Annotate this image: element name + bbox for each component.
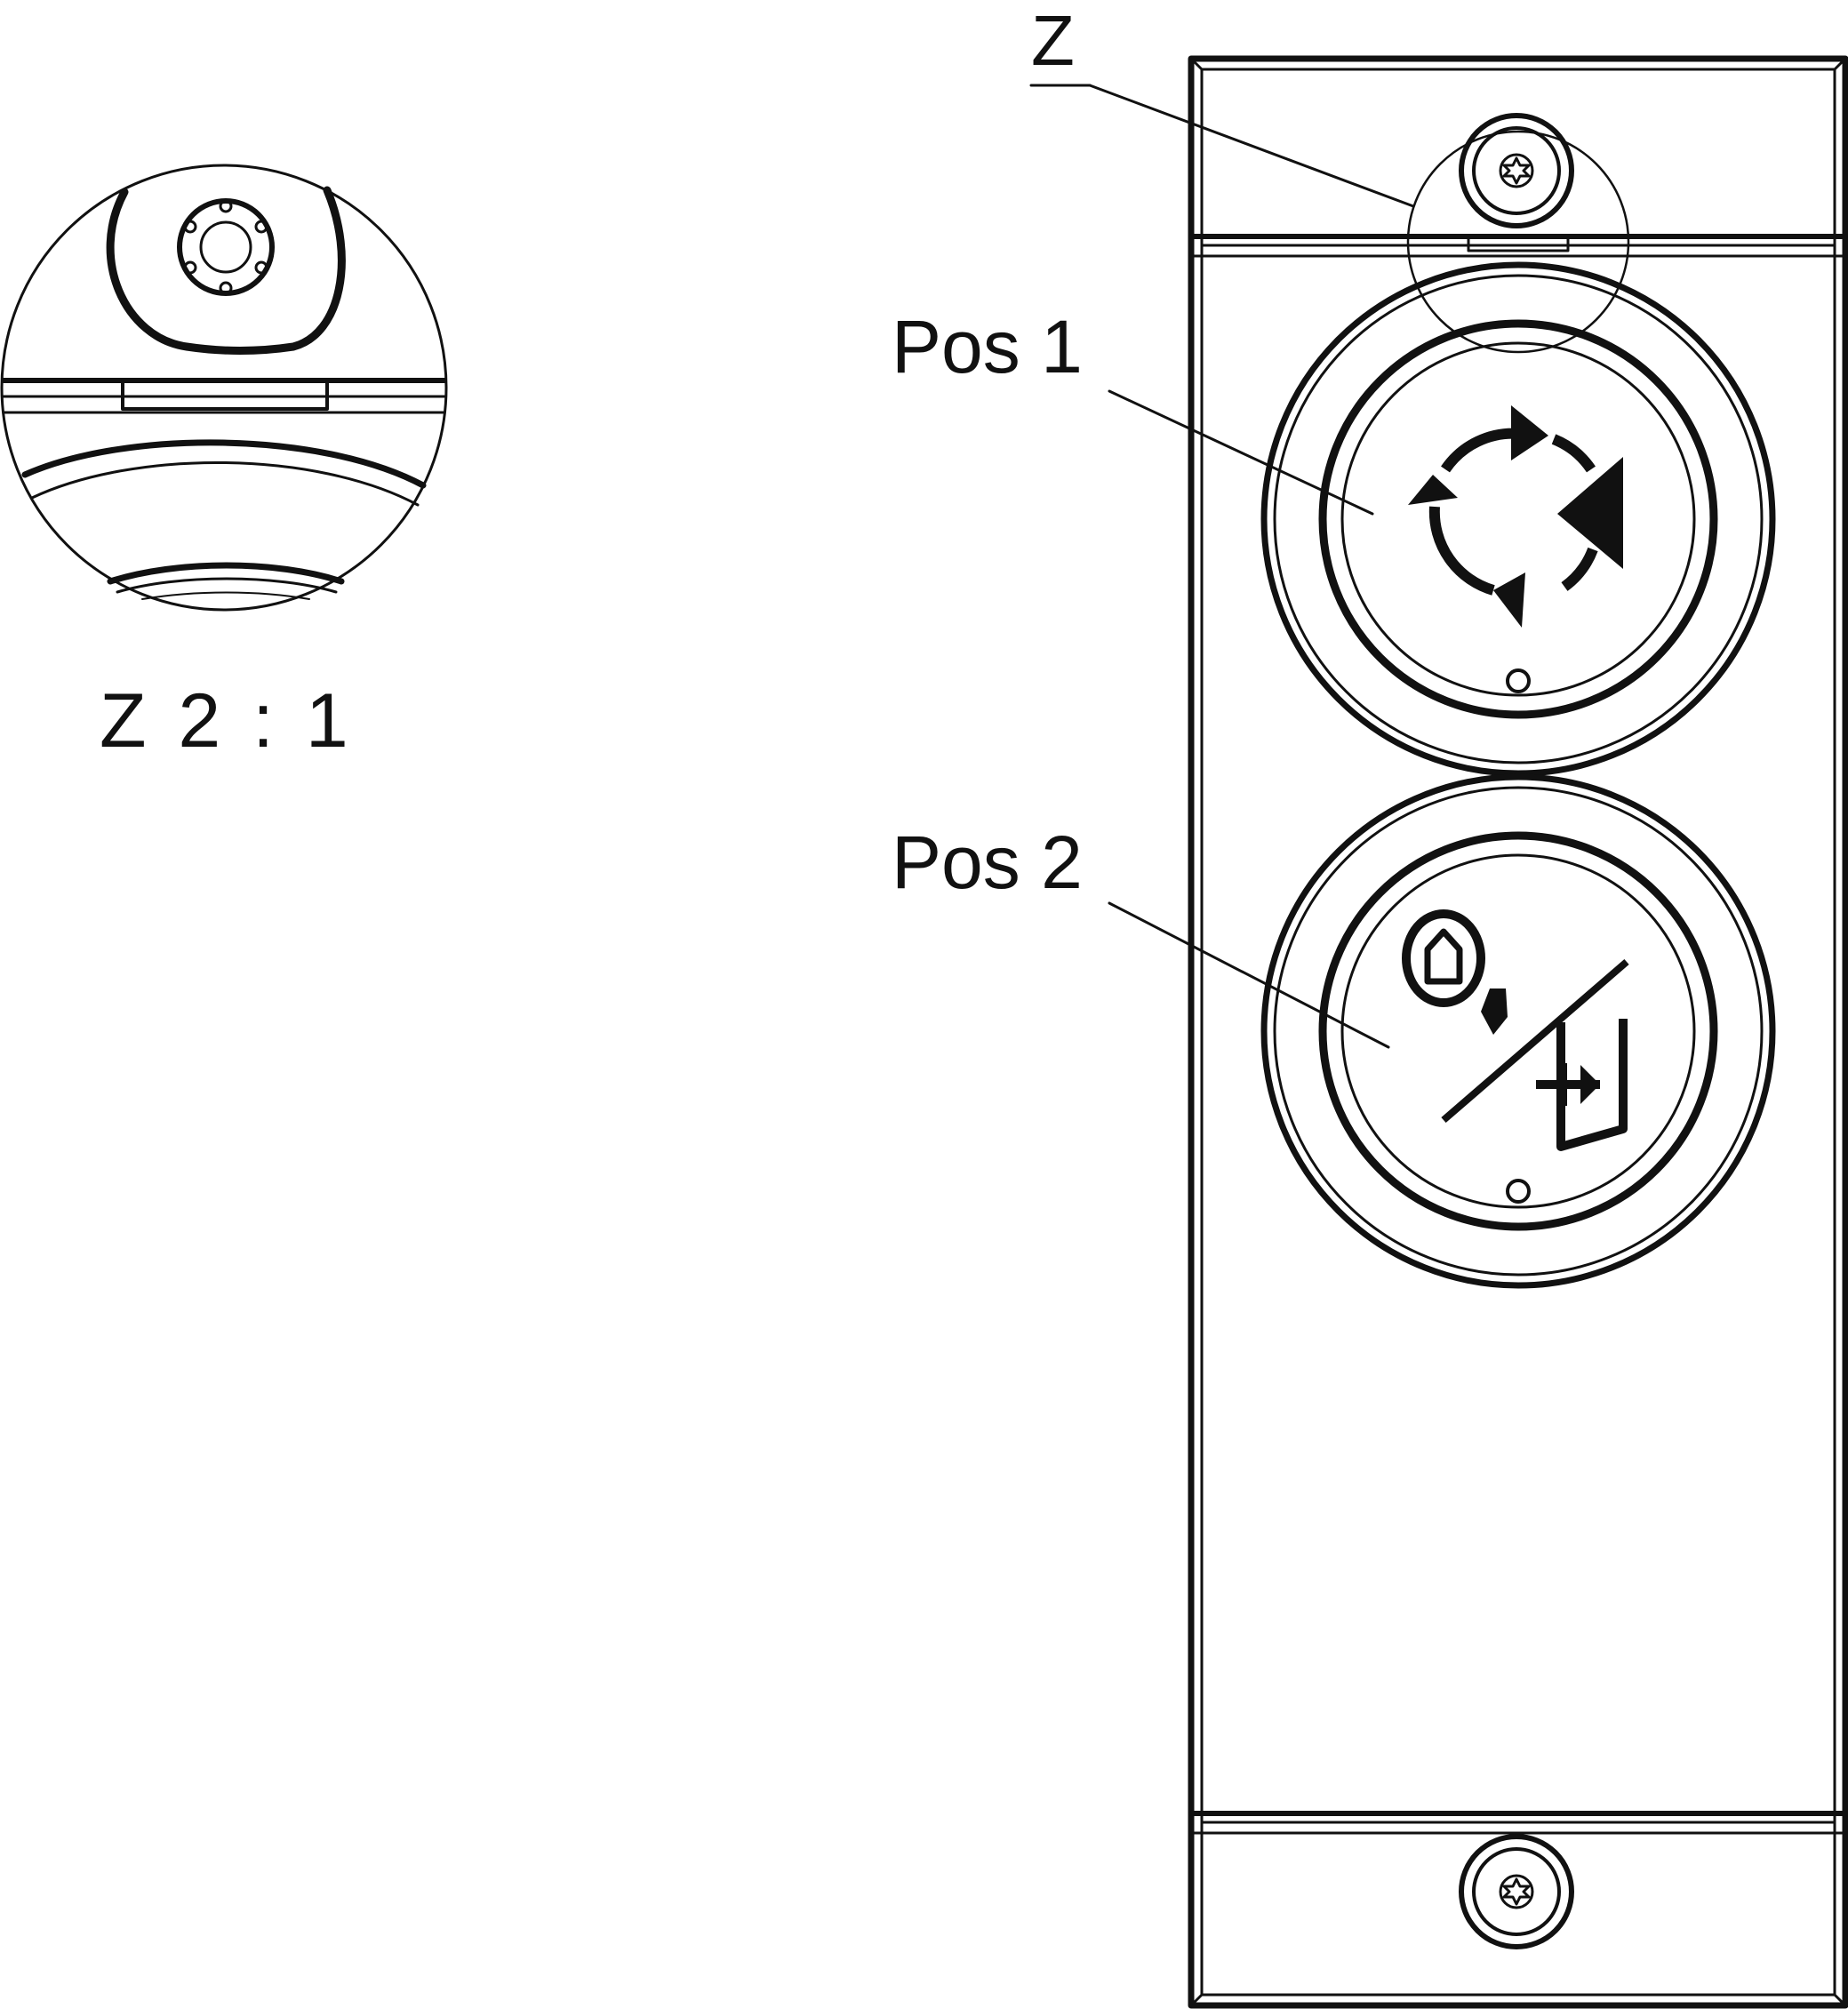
pos1-arrowheads	[1408, 405, 1623, 628]
restart-cycle-icon	[1435, 434, 1593, 590]
button-pos2	[1264, 777, 1772, 1285]
detail-marker-label: Z	[1031, 1, 1075, 80]
pos2-arrowheads	[1481, 988, 1600, 1104]
pos2-label: Pos 2	[892, 820, 1083, 904]
device-housing	[1191, 59, 1845, 2005]
detail-z-circle	[1408, 132, 1628, 352]
leader-lines	[1031, 85, 1413, 1047]
home-or-enter-icon	[1406, 914, 1627, 1147]
top-screw-icon	[1461, 116, 1572, 226]
button-pos1	[1264, 265, 1772, 773]
pos1-label: Pos 1	[892, 305, 1083, 388]
detail-view-z	[2, 165, 446, 610]
bottom-screw-icon	[1461, 1837, 1572, 1947]
detail-view-label: Z 2 : 1	[100, 678, 354, 764]
